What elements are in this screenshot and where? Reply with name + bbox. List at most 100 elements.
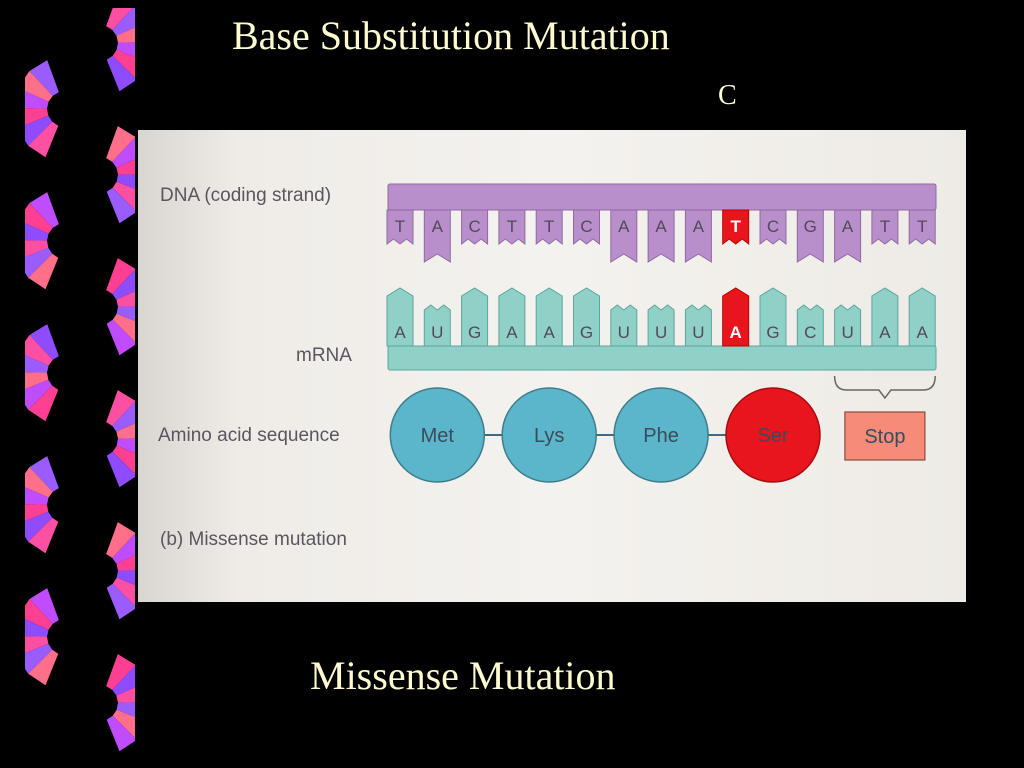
dna-base-letter: T bbox=[544, 217, 554, 236]
diagram-canvas: DNA (coding strand) mRNA Amino acid sequ… bbox=[158, 183, 937, 550]
helix-wedge bbox=[106, 522, 135, 558]
helix-wedge bbox=[112, 445, 135, 475]
dna-base bbox=[610, 209, 638, 263]
helix-fan-segment bbox=[106, 8, 135, 92]
dna-base-letter: A bbox=[618, 217, 630, 236]
dna-base bbox=[498, 209, 526, 246]
dna-base-letter: T bbox=[880, 217, 890, 236]
helix-wedge bbox=[112, 8, 135, 36]
mrna-base-letter: A bbox=[506, 323, 518, 342]
mrna-base bbox=[647, 304, 675, 347]
helix-wedge bbox=[25, 115, 53, 146]
helix-wedge bbox=[112, 533, 135, 564]
helix-wedge bbox=[25, 379, 53, 410]
panel-label: (b) Missense mutation bbox=[160, 529, 347, 550]
helix-wedge bbox=[25, 108, 49, 126]
helix-wedge bbox=[29, 456, 59, 492]
helix-fan-segment bbox=[25, 456, 59, 554]
mrna-base-letter: U bbox=[618, 323, 630, 342]
mrna-base-letter: G bbox=[580, 323, 593, 342]
helix-wedge bbox=[25, 504, 49, 522]
helix-wedge bbox=[28, 649, 59, 686]
dna-base-letter: G bbox=[804, 217, 817, 236]
dna-base bbox=[535, 209, 563, 246]
dna-base-letter: C bbox=[580, 217, 592, 236]
amino-acid-label: Amino acid sequence bbox=[158, 425, 340, 446]
mrna-base bbox=[573, 287, 600, 347]
dna-base-letter: T bbox=[917, 217, 927, 236]
helix-wedge bbox=[29, 192, 59, 228]
helix-wedge bbox=[28, 385, 59, 422]
helix-wedge bbox=[25, 247, 53, 278]
mrna-base-letter: A bbox=[544, 323, 556, 342]
helix-wedge bbox=[116, 159, 135, 175]
corner-letter: C bbox=[718, 80, 737, 111]
helix-wedge bbox=[28, 517, 59, 554]
dna-base bbox=[908, 209, 936, 246]
helix-wedge bbox=[116, 291, 135, 307]
mrna-base bbox=[908, 287, 936, 347]
dna-base-letter: A bbox=[432, 217, 444, 236]
helix-wedge bbox=[106, 319, 135, 356]
helix-fan-segment bbox=[25, 60, 59, 158]
dna-base-letter: A bbox=[655, 217, 667, 236]
helix-wedge bbox=[25, 636, 49, 654]
helix-fan-segment bbox=[106, 390, 135, 488]
helix-wedge bbox=[25, 643, 53, 674]
helix-wedge bbox=[112, 401, 135, 432]
helix-wedge bbox=[28, 121, 59, 158]
helix-wedge bbox=[25, 223, 49, 241]
helix-wedge bbox=[106, 583, 135, 620]
mrna-base bbox=[461, 287, 489, 347]
helix-wedge bbox=[106, 654, 135, 690]
mrna-base-letter: G bbox=[766, 323, 779, 342]
stop-codon-bracket bbox=[833, 375, 936, 400]
dna-base-letter: T bbox=[507, 217, 517, 236]
dna-base bbox=[386, 209, 414, 246]
helix-wedge bbox=[25, 372, 49, 390]
amino-acid-name: Ser bbox=[757, 425, 788, 447]
missense-diagram: DNA (coding strand) mRNA Amino acid sequ… bbox=[138, 130, 966, 602]
dna-base bbox=[647, 209, 675, 263]
helix-wedge bbox=[116, 423, 135, 439]
mrna-base-letter: G bbox=[468, 323, 481, 342]
helix-wedge bbox=[116, 42, 135, 58]
mrna-base-letter: U bbox=[692, 323, 704, 342]
helix-wedge bbox=[106, 8, 133, 30]
helix-fan-segment bbox=[106, 522, 135, 620]
amino-acid bbox=[389, 387, 486, 483]
mrna-base bbox=[610, 304, 638, 347]
helix-wedge bbox=[116, 174, 135, 190]
helix-wedge bbox=[106, 390, 135, 426]
helix-wedge bbox=[106, 451, 135, 488]
helix-wedge bbox=[112, 269, 135, 300]
mrna-base-letter: A bbox=[917, 323, 929, 342]
mrna-base bbox=[684, 304, 712, 347]
dna-base-letter: C bbox=[767, 217, 779, 236]
helix-wedge bbox=[112, 665, 135, 696]
helix-wedge bbox=[25, 619, 49, 637]
helix-wedge bbox=[25, 240, 49, 258]
stop-label: Stop bbox=[864, 426, 905, 448]
mrna-base bbox=[871, 287, 899, 347]
helix-wedge bbox=[28, 253, 59, 290]
mrna-base-mutated bbox=[722, 287, 750, 347]
slide-caption: Missense Mutation bbox=[310, 653, 616, 698]
mrna-base bbox=[498, 287, 526, 347]
helix-wedge bbox=[116, 438, 135, 454]
helix-wedge bbox=[116, 702, 135, 718]
dna-base bbox=[759, 209, 787, 246]
dna-base-mutated bbox=[722, 209, 750, 246]
helix-wedge bbox=[29, 588, 59, 624]
helix-wedge bbox=[25, 511, 53, 542]
mrna-base bbox=[386, 287, 414, 347]
helix-wedge bbox=[25, 91, 49, 109]
stop-codon-box bbox=[844, 411, 926, 461]
amino-acid-name: Lys bbox=[534, 425, 564, 447]
helix-wedge bbox=[106, 126, 135, 162]
mrna-base-letter: U bbox=[655, 323, 667, 342]
helix-wedge bbox=[112, 181, 135, 211]
helix-wedge bbox=[29, 60, 59, 96]
dna-base bbox=[684, 209, 712, 263]
